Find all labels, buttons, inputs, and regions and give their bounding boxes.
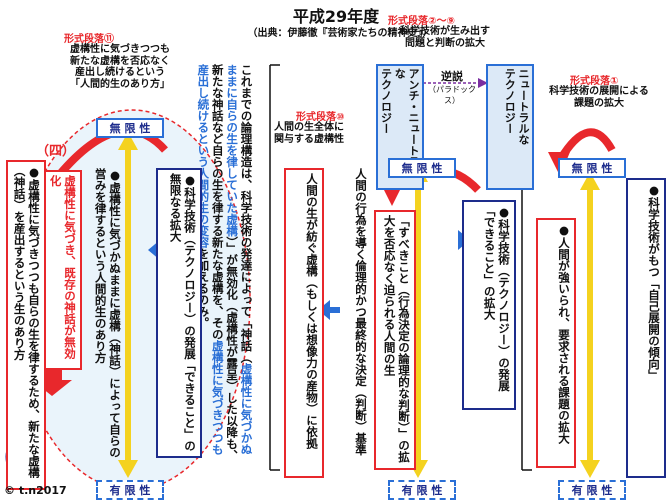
center-line1: これまでの論理構造は、科学技術の発達によって「神話（ [239, 64, 254, 363]
center-line2-blue: かぬままに自らの生を律していた虚構 [225, 64, 254, 455]
paradox-sub: （パラドックス） [428, 85, 476, 105]
s2-box-a: ●科学技術（テクノロジー）の発展「できること」の拡大 [462, 200, 516, 410]
s1-box-a: ●科学技術がもつ「自己展開の傾向」 [626, 178, 666, 478]
page-title: 平成29年度 [292, 7, 380, 26]
s11-finite-label: 有 限 性 [96, 480, 164, 500]
center-line2: ）」が無効化（虚構性が露呈）した [225, 236, 240, 415]
s11-box-a: ●科学技術（テクノロジー）の発展「できること」の無限なる拡大 [156, 168, 202, 458]
s1-description: 科学技術の展開による 課題の拡大 [549, 86, 649, 109]
s1-box-b: ●人間が強いられ、要求される課題の拡大 [536, 218, 576, 468]
center-narrative: これまでの論理構造は、科学技術の発達によって「神話（虚構性に気づかぬままに自らの… [196, 64, 254, 464]
copyright: © t.n2017 [4, 484, 67, 497]
paradox-text: 逆説 [441, 70, 463, 83]
s1-heading: 形式段落① [570, 76, 619, 87]
s11-box-b: ●虚構性に気づかぬままに虚構（神話）によって自らの営みを律するという人間的生のあ… [93, 168, 122, 458]
s2-9-description: 科学技術が生み出す 問題と判断の拡大 [400, 26, 490, 49]
s2-box-b: 「すべきこと（行為決定の論理的な判断）」の拡大を否応なく迫られる人間の生 [374, 210, 416, 470]
s10-box-a: 人間の行為を導く倫理的かつ最終的な決定（判断）基準 [354, 168, 368, 456]
center-line1-blue: 虚構性に気づ [239, 363, 254, 432]
s11-box-c: 虚構性に気づき、既存の神話が無効化 [40, 170, 82, 370]
s2-9-heading: 形式段落②～⑨ [388, 16, 455, 27]
center-line3-blue: 虚構性に [210, 340, 225, 386]
center-line3: 以降も、新たな神話など自らの生を律する新たな虚構を、その [210, 64, 240, 461]
s2-infinite-label: 無 限 性 [388, 158, 456, 178]
s11-box-d: ●虚構性に気づきつつも自らの生を律するため、新たな虚構（神話）を産出するという生… [6, 160, 46, 490]
s11-double-arrow [118, 132, 138, 478]
s11-four-label: （四） [36, 144, 76, 159]
s11-heading: 形式段落⑪ [64, 34, 114, 45]
paradox-label: 逆説 （パラドックス） [424, 68, 480, 106]
s11-infinite-label: 無 限 性 [96, 118, 164, 138]
s1-finite-label: 有 限 性 [558, 480, 626, 500]
neutral-tech: ニュートラルな テクノロジー [486, 64, 534, 190]
s10-description: 人間の生全体に 関与する虚構性 [274, 122, 344, 145]
s10-box-b: 人間の生が紡ぐ虚構（もしくは想像力の産物）に依拠 [284, 168, 324, 478]
s11-description: 虚構性に気づきつつも 新たな虚構を否応なく 産出し続けるという 「人間的生のあり… [70, 44, 170, 90]
s1-double-arrow [580, 172, 600, 478]
s10-heading: 形式段落⑩ [296, 112, 345, 123]
source-citation: （出典：伊藤徹『芸術家たちの精神史』） [247, 28, 433, 39]
s1-infinite-label: 無 限 性 [558, 158, 626, 178]
s2-finite-label: 有 限 性 [388, 480, 456, 500]
